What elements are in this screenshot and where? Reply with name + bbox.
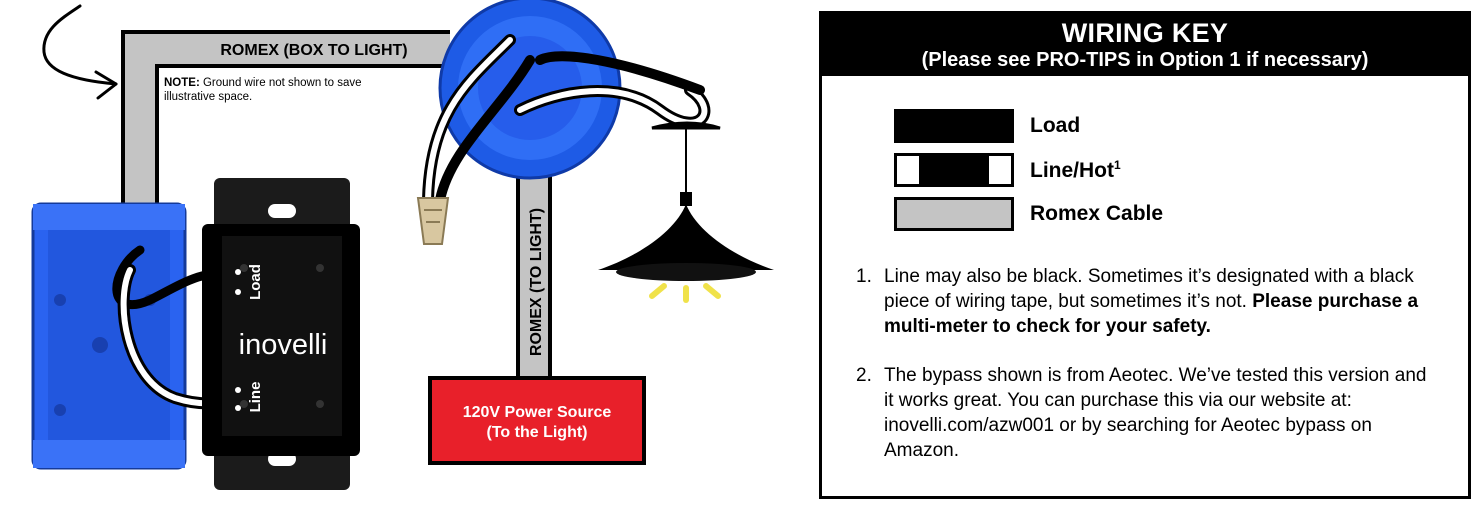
romex-swatch [894, 197, 1014, 231]
switch-brand: inovelli [239, 329, 328, 361]
legend-label-line-hot: Line/Hot1 [1030, 157, 1121, 182]
note-line2: illustrative space. [164, 91, 252, 103]
legend-row-romex: Romex Cable [894, 197, 1163, 231]
note-line1: Ground wire not shown to save [203, 77, 362, 89]
romex-cable-to-light [516, 175, 552, 380]
terminal-load-label: Load [247, 264, 264, 300]
pendant-light-icon [598, 121, 774, 303]
footnote-number: 1. [856, 266, 872, 287]
junction-wires [422, 34, 711, 206]
footnote-1: 1. Line may also be black. Sometimes it’… [856, 264, 1436, 339]
line-hot-swatch [894, 153, 1014, 187]
legend-label-romex: Romex Cable [1030, 202, 1164, 225]
wiring-diagram: ROMEX (BOX TO LIGHT) NOTE: Ground wire n… [31, 0, 774, 490]
romex-to-light-label: ROMEX (TO LIGHT) [528, 208, 545, 356]
wiring-key-title: WIRING KEY [1061, 18, 1229, 48]
wiring-key-panel: WIRING KEY (Please see PRO-TIPS in Optio… [819, 11, 1471, 499]
terminal-line-label: Line [247, 382, 264, 413]
smart-switch [202, 178, 360, 490]
romex-box-to-light-label: ROMEX (BOX TO LIGHT) [220, 42, 407, 59]
load-swatch [894, 109, 1014, 143]
wiring-key-subtitle: (Please see PRO-TIPS in Option 1 if nece… [921, 49, 1369, 71]
power-source-line1: 120V Power Source [463, 404, 612, 421]
romex-cable-box-to-light [121, 30, 450, 270]
wire-nut-icon [416, 197, 450, 245]
legend-row-load: Load [894, 109, 1080, 143]
note-text: NOTE: Ground wire not shown to save [164, 77, 362, 89]
legend-row-line-hot: Line/Hot1 [894, 153, 1121, 187]
note-label: NOTE: [164, 77, 200, 89]
footnote-body: Line may also be black. Sometimes it’s d… [884, 266, 1419, 337]
legend-label-load: Load [1030, 114, 1081, 137]
footnote-2: 2. The bypass shown is from Aeotec. We’v… [856, 363, 1436, 463]
wiring-key-header: WIRING KEY (Please see PRO-TIPS in Optio… [822, 14, 1468, 76]
hand-drawn-arrow-icon [42, 4, 118, 100]
power-source-box [428, 376, 646, 465]
power-source-line2: (To the Light) [487, 424, 588, 441]
footnote-number: 2. [856, 365, 872, 386]
footnote-body: The bypass shown is from Aeotec. We’ve t… [884, 365, 1427, 461]
wall-box [31, 202, 187, 470]
